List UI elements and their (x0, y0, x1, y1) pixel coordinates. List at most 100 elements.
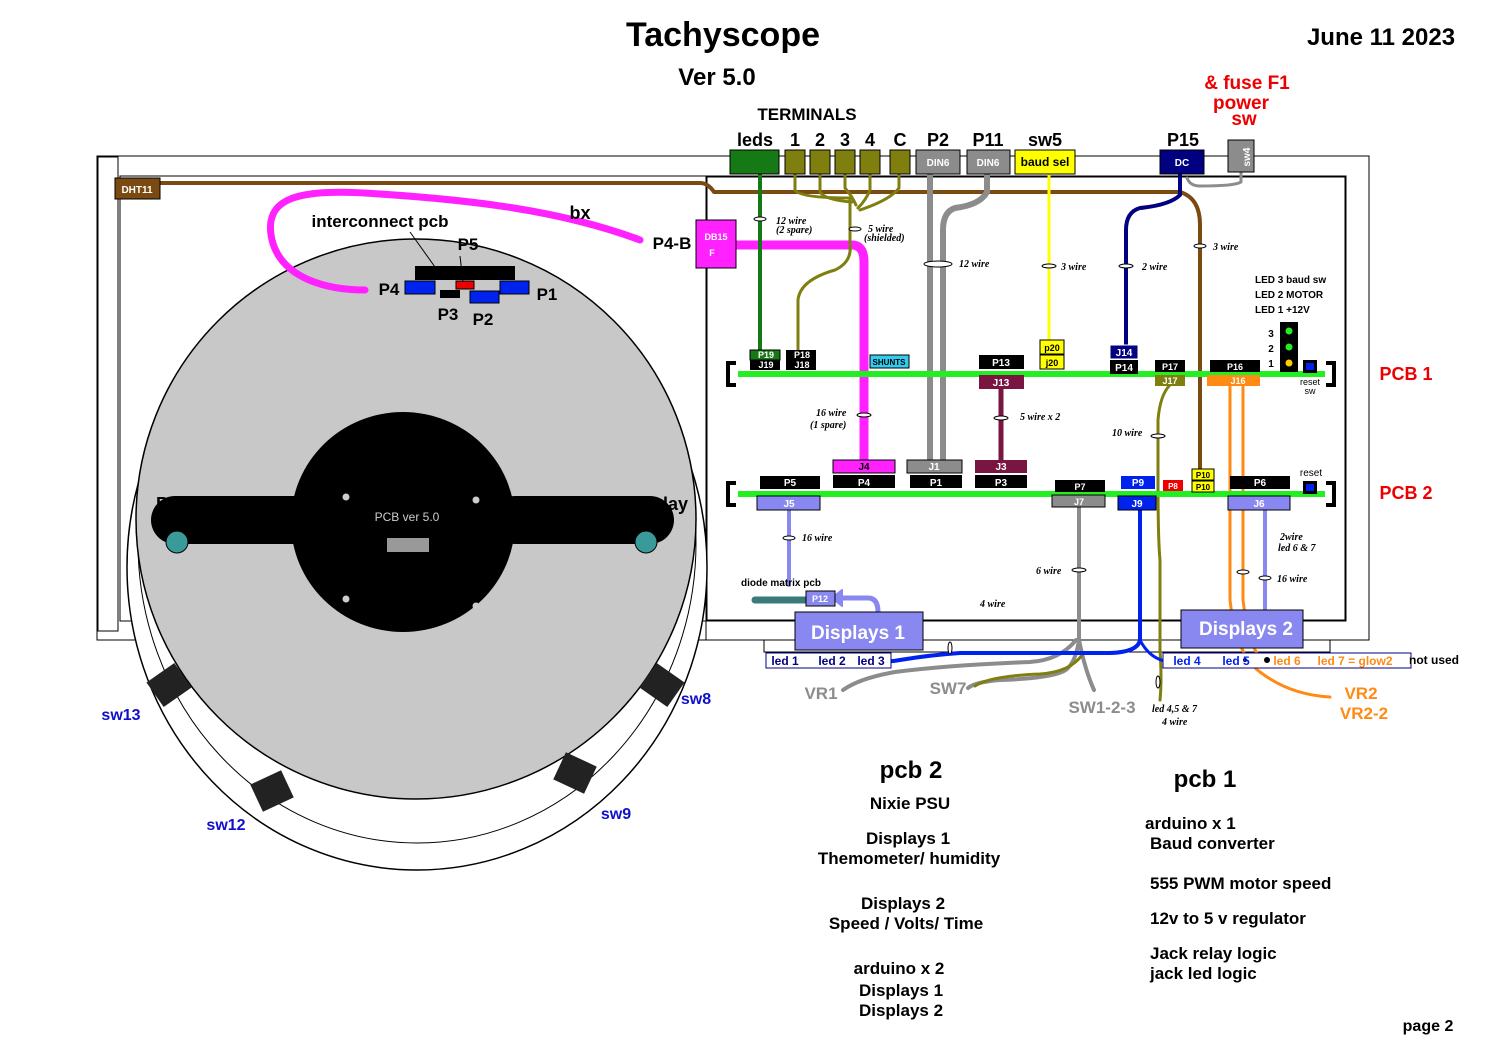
interconnect-pcb (404, 231, 530, 304)
wire-3a-label: 3 wire (1060, 262, 1087, 273)
pcb1-notes: pcb 1 arduino x 1 Baud converter 555 PWM… (1145, 766, 1331, 983)
wire-16b-label: 16 wire (802, 533, 833, 544)
p7-label: P7 (1074, 482, 1085, 492)
pcb2-reset-label: reset (1300, 468, 1322, 479)
pcb2-note-2: Displays 1 (866, 829, 950, 848)
terminals-title: TERMINALS (757, 105, 856, 124)
p6-label: P6 (1254, 478, 1267, 489)
j7-label: J7 (1074, 497, 1084, 507)
terminal-4-label: 4 (865, 130, 875, 150)
pcb1-note-1: arduino x 1 (1145, 814, 1236, 833)
j4-label: J4 (858, 462, 870, 473)
sw4-label: sw4 (1242, 147, 1253, 166)
displays2-label: Displays 2 (1199, 619, 1293, 640)
ipcb-p4-label: P4 (379, 280, 400, 299)
wire-2-label: 2 wire (1141, 262, 1168, 273)
dht11-label: DHT11 (121, 185, 153, 196)
version-label: Ver 5.0 (678, 64, 755, 91)
wire-10-label: 10 wire (1112, 428, 1143, 439)
terminal-p15-label: P15 (1167, 130, 1199, 150)
wire-16-label: 16 wire (816, 408, 847, 419)
sw9-label: sw9 (601, 806, 631, 823)
terminal-3-label: 3 (840, 130, 850, 150)
pcb1-connectors (749, 322, 1317, 389)
wire-12-label: 12 wire (776, 216, 807, 227)
terminal-sw5-label: sw5 (1028, 130, 1062, 150)
rotor (151, 412, 674, 632)
vr22-label: VR2-2 (1340, 704, 1388, 723)
wire-5-shielded-label: (shielded) (864, 233, 905, 244)
led-num-3: 3 (1268, 329, 1274, 340)
ipcb-p5-label: P5 (458, 235, 479, 254)
sw123-label: SW1-2-3 (1068, 698, 1135, 717)
wire-2b-label: 2wire (1279, 532, 1303, 543)
wire-16c-label: 16 wire (1277, 574, 1308, 585)
terminal-p2-label: P2 (927, 130, 949, 150)
pcb1-note-5: Jack relay logic (1150, 944, 1277, 963)
wire-12b-label: 12 wire (959, 259, 990, 270)
fuse-label: & fuse F1 (1204, 73, 1290, 94)
pcb1-reset-label: reset (1300, 377, 1321, 387)
baud-sel-label: baud sel (1021, 155, 1070, 169)
wire-12-spare-label: (2 spare) (776, 225, 812, 236)
diode-matrix-label: diode matrix pcb (741, 578, 821, 589)
p1-label: P1 (930, 478, 943, 489)
pcb-rails (726, 361, 1336, 507)
pcb2-notes: pcb 2 Nixie PSU Displays 1 Themometer/ h… (818, 757, 1001, 1020)
pcb2-label: PCB 2 (1379, 483, 1432, 503)
date-label: June 11 2023 (1307, 24, 1455, 51)
pcb2-note-1: Nixie PSU (870, 794, 950, 813)
pcb-ver-label: PCB ver 5.0 (375, 510, 440, 524)
wire-5-label: 5 wire (868, 224, 894, 235)
j13-label: J13 (993, 378, 1010, 389)
pcb1-note-6: jack led logic (1149, 964, 1257, 983)
pcb2-note-4: Displays 2 (861, 894, 945, 913)
not-used-label: not used (1409, 653, 1459, 667)
pcb2-note-5: Speed / Volts/ Time (829, 914, 983, 933)
pcb2-connectors (756, 459, 1317, 511)
pcb1-note-2: Baud converter (1150, 834, 1275, 853)
displays1-label: Displays 1 (811, 623, 905, 644)
display-boxes (765, 590, 1412, 669)
ipcb-p2-label: P2 (473, 310, 494, 329)
j16-label: J16 (1230, 376, 1245, 386)
p9-label: P9 (1132, 478, 1145, 489)
sw8-label: sw8 (681, 691, 711, 708)
wire-3b-label: 3 wire (1212, 242, 1239, 253)
white-display-label: White Display (570, 494, 688, 514)
j5-label: J5 (783, 499, 795, 510)
led2-bottom-label: led 2 (818, 654, 846, 668)
j17-label: J17 (1162, 376, 1177, 386)
vr1-label: VR1 (804, 684, 837, 703)
p8-label: P8 (1168, 482, 1178, 491)
page-number: page 2 (1403, 1018, 1454, 1035)
p4b-label: P4-B (653, 234, 692, 253)
led3-label: LED 3 baud sw (1255, 275, 1326, 286)
led4-bottom-label: led 4 (1173, 654, 1201, 668)
pcb2-note-3: Themometer/ humidity (818, 849, 1001, 868)
p16-label: P16 (1227, 362, 1243, 372)
din6-b: DIN6 (977, 158, 1000, 169)
db15-f-label: F (709, 248, 715, 258)
led7-bottom-label: led 7 = glow2 (1317, 654, 1392, 668)
p4-label: P4 (858, 478, 871, 489)
j14-label: J14 (1116, 348, 1133, 359)
led-num-2: 2 (1268, 344, 1274, 355)
j20-label: j20 (1045, 358, 1059, 368)
sw-label: sw (1231, 109, 1257, 130)
p14-label: P14 (1115, 363, 1133, 374)
p13-label: P13 (992, 358, 1010, 369)
bundle-markers (753, 216, 1272, 689)
wire-16-spare-label: (1 spare) (810, 420, 846, 431)
led3-bottom-label: led 3 (857, 654, 885, 668)
j19-label: J19 (758, 360, 773, 370)
wire-6-label: 6 wire (1036, 566, 1062, 577)
p10b-label: P10 (1196, 483, 1211, 492)
led1-bottom-label: led 1 (771, 654, 799, 668)
led6-bottom-label: led 6 (1273, 654, 1301, 668)
led1-label: LED 1 +12V (1255, 305, 1310, 316)
wire-4b-label: 4 wire (1161, 717, 1188, 728)
ipcb-p1-label: P1 (537, 285, 558, 304)
shunts-label: SHUNTS (873, 358, 907, 367)
wire-4-label: 4 wire (979, 599, 1006, 610)
